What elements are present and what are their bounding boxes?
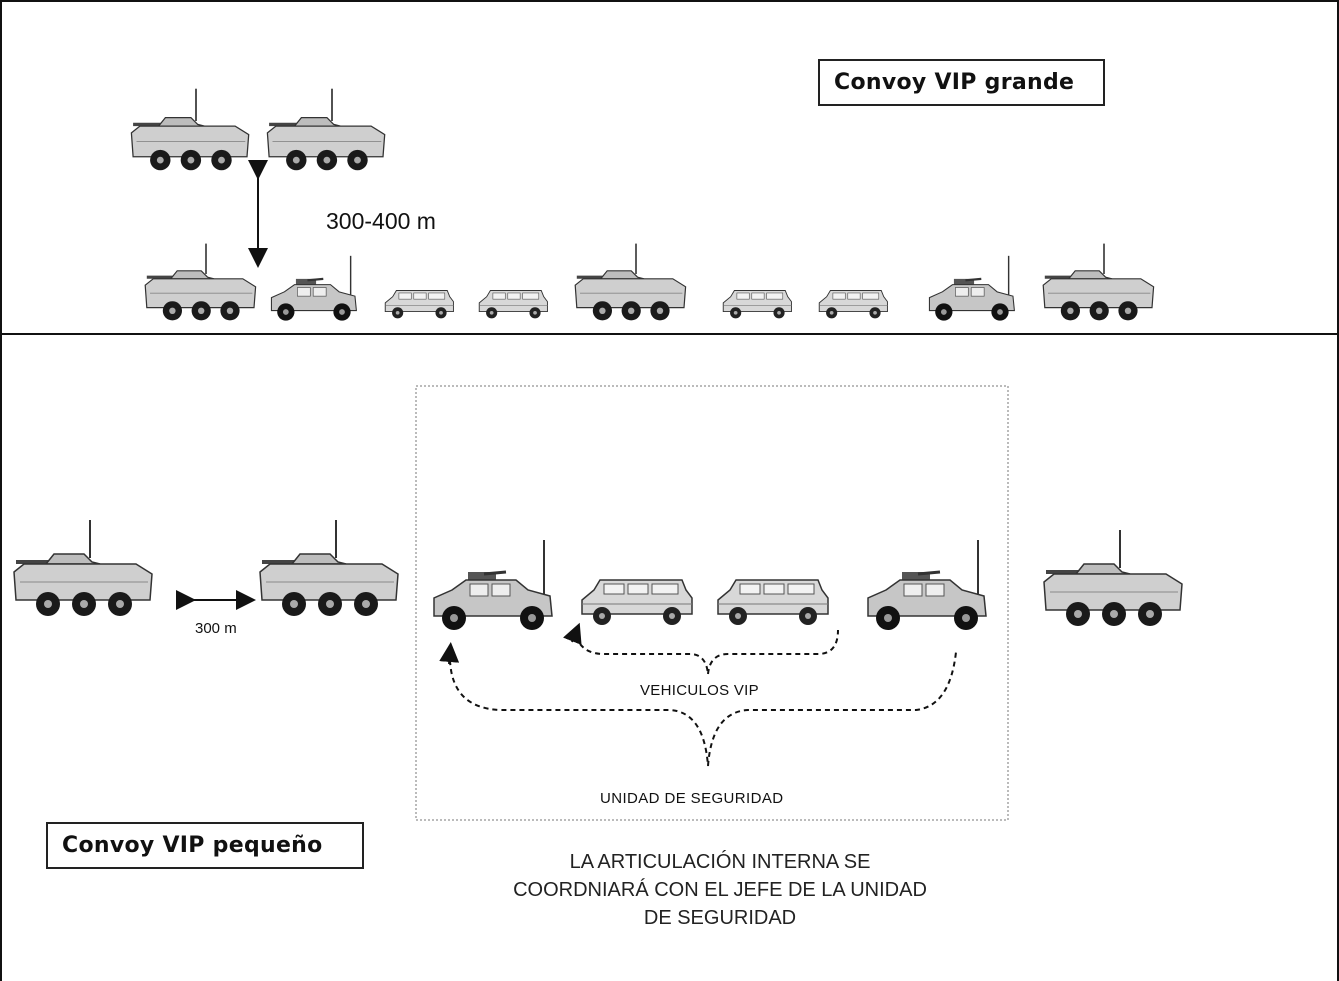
note-line: DE SEGURIDAD: [643, 907, 797, 929]
humvee-icon: [866, 538, 988, 632]
security-unit-label: UNIDAD DE SEGURIDAD: [600, 790, 784, 807]
vip-vehicles-bracket: [563, 622, 839, 675]
armored-vehicle-icon: [265, 86, 387, 173]
humvee-icon: [270, 254, 358, 322]
armored-vehicle-icon: [12, 518, 154, 618]
armored-vehicle-icon: [258, 518, 400, 618]
security-unit-bracket: [439, 642, 957, 767]
suv-icon: [818, 290, 888, 319]
armored-vehicle-icon: [573, 242, 688, 322]
humvee-icon: [928, 254, 1016, 322]
large-convoy-main-column: [143, 242, 1156, 322]
small-convoy-title: Convoy VIP pequeño: [46, 822, 364, 869]
vip-vehicles-label: VEHICULOS VIP: [640, 682, 759, 699]
armored-vehicle-icon: [1041, 242, 1156, 322]
suv-icon: [478, 290, 548, 319]
security-unit-boundary: [415, 385, 1009, 821]
coordination-note: LA ARTICULACIÓN INTERNA SE COORDNIARÁ CO…: [470, 848, 970, 932]
armored-vehicle-icon: [129, 86, 251, 173]
large-convoy-spacing-label: 300-400 m: [326, 208, 436, 234]
suv-icon: [384, 290, 454, 319]
small-convoy-column: [12, 518, 1184, 632]
suv-icon: [581, 579, 693, 626]
note-line: COORDNIARÁ CON EL JEFE DE LA UNIDAD: [513, 879, 927, 901]
note-line: LA ARTICULACIÓN INTERNA SE: [569, 851, 871, 873]
humvee-icon: [432, 538, 554, 632]
suv-icon: [722, 290, 792, 319]
small-convoy-spacing-label: 300 m: [195, 620, 237, 637]
armored-vehicle-icon: [143, 242, 258, 322]
large-convoy-lead-vehicles: [129, 86, 387, 173]
large-convoy-title: Convoy VIP grande: [818, 59, 1105, 106]
armored-vehicle-icon: [1042, 528, 1184, 628]
suv-icon: [717, 579, 829, 626]
